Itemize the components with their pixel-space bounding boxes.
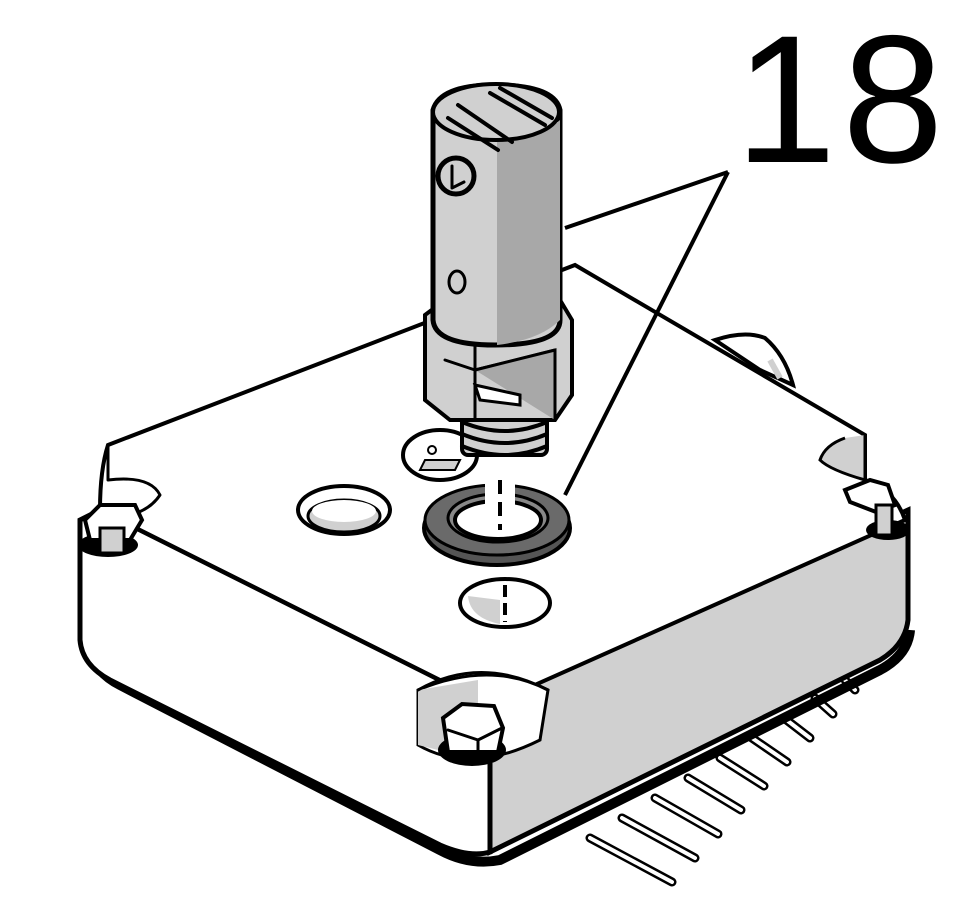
callout-leaders <box>563 170 730 496</box>
ports <box>296 484 552 629</box>
bolt-right <box>842 477 910 540</box>
bolt-front <box>438 701 506 766</box>
port-left <box>296 484 392 536</box>
sensor-body <box>430 82 563 348</box>
seal-ring <box>422 475 572 567</box>
bolt-left <box>78 503 145 557</box>
back-fitting <box>710 332 797 389</box>
callout-number-18: 18 <box>735 0 950 201</box>
corner-bolts <box>78 477 910 766</box>
port-center <box>458 577 552 629</box>
sensor <box>423 82 574 457</box>
